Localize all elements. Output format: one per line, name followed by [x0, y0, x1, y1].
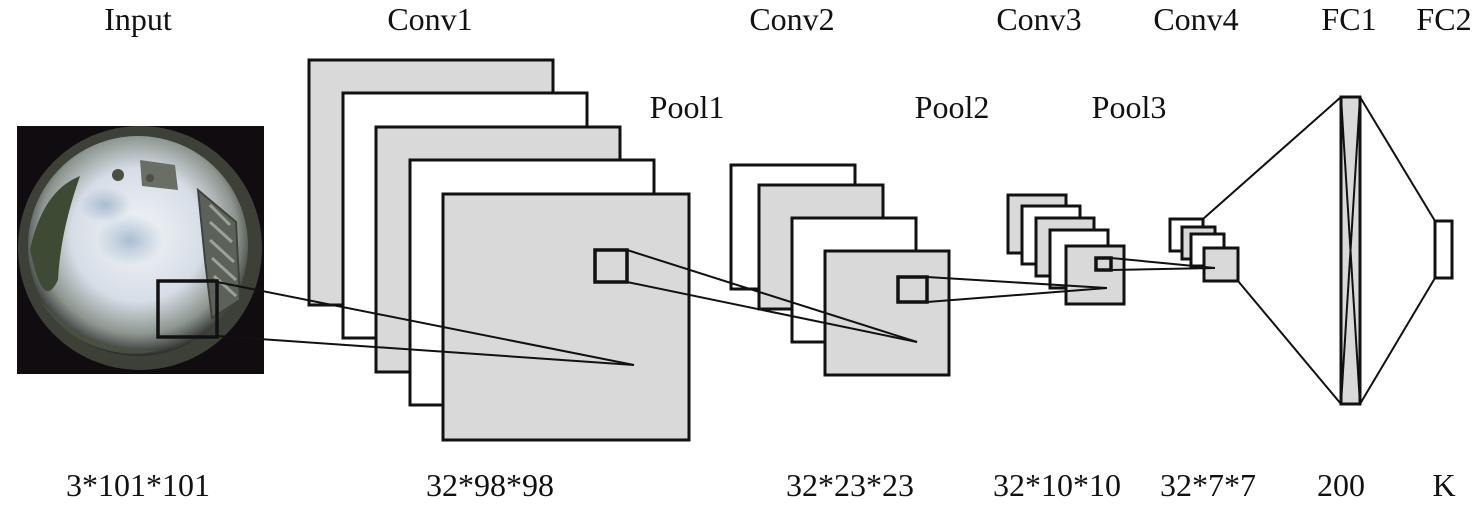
input-shape-label: 3*101*101	[66, 467, 210, 503]
input-label: Input	[104, 1, 172, 37]
fc2-label: FC2	[1416, 1, 1471, 37]
pool1-label: Pool1	[650, 89, 725, 125]
conv3-label: Conv3	[996, 1, 1081, 37]
conv4-label: Conv4	[1153, 1, 1238, 37]
conv1-kernel-box	[593, 248, 629, 284]
fc1-label: FC1	[1321, 1, 1376, 37]
input-kernel-box	[156, 279, 219, 339]
conv1-shape-label: 32*98*98	[426, 467, 554, 503]
conv2-feature-maps	[729, 163, 951, 377]
conv3-feature-maps	[1006, 193, 1126, 306]
fc2-shape-label: K	[1432, 467, 1455, 503]
conv1-map-5	[441, 192, 691, 442]
conv2-map-4	[823, 249, 951, 377]
fc2-layer	[1433, 219, 1454, 280]
conv4-feature-maps	[1168, 217, 1240, 283]
conv1-feature-maps	[307, 58, 691, 442]
conv3-shape-label: 32*10*10	[993, 467, 1121, 503]
conv1-label: Conv1	[387, 1, 472, 37]
conv3-kernel-box	[1094, 256, 1113, 272]
conv2-shape-label: 32*23*23	[786, 467, 914, 503]
connection-lines	[216, 96, 1436, 405]
conv3-map-5	[1064, 244, 1126, 306]
conv2-kernel-box	[896, 275, 929, 304]
fc1-shape-label: 200	[1317, 467, 1365, 503]
conv4-map-4	[1202, 246, 1240, 283]
conv2-label: Conv2	[749, 1, 834, 37]
input-image	[17, 126, 264, 374]
pool3-label: Pool3	[1092, 89, 1167, 125]
pool2-label: Pool2	[915, 89, 990, 125]
conv4-shape-label: 32*7*7	[1160, 467, 1256, 503]
